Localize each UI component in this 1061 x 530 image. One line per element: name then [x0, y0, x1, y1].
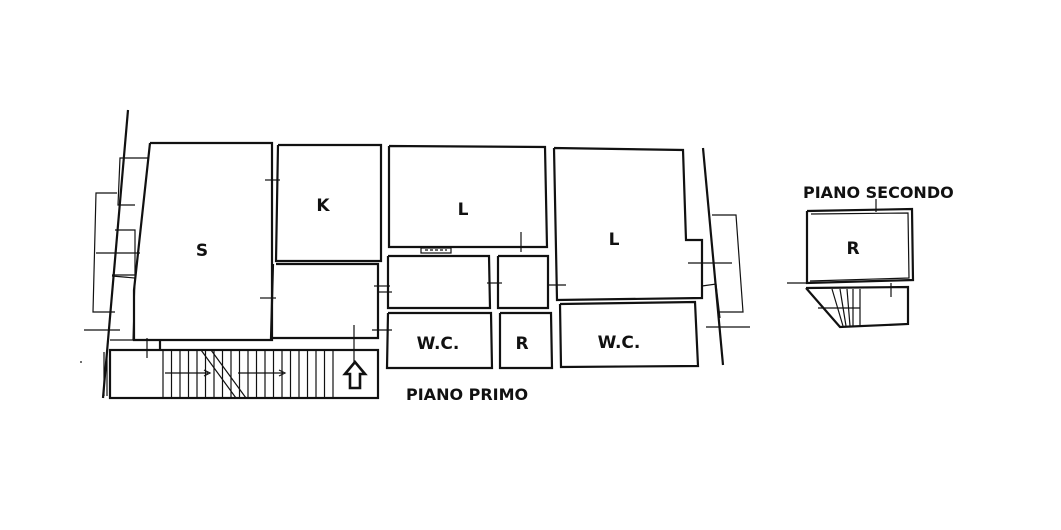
room-label-wc1: W.C.: [417, 334, 460, 354]
room-label-l1: L: [458, 200, 469, 220]
stair-piano-primo: [103, 338, 380, 400]
room-label-k: K: [316, 196, 330, 216]
entrance-up-arrow-icon: [342, 325, 368, 390]
room-label-wc2: W.C.: [598, 333, 641, 353]
floor-label-piano-secondo: PIANO SECONDO: [803, 183, 954, 202]
room-label-r2: R: [846, 239, 859, 259]
room-labels: S K L L W.C. R W.C. R: [196, 196, 860, 354]
piano-secondo-plan: [787, 199, 915, 329]
right-neighbor-outline: [688, 147, 750, 366]
room-label-s: S: [196, 241, 208, 261]
floor-label-piano-primo: PIANO PRIMO: [406, 385, 528, 404]
main-building-walls: [132, 141, 704, 370]
room-label-r1: R: [515, 334, 528, 354]
room-label-l2: L: [609, 230, 620, 250]
